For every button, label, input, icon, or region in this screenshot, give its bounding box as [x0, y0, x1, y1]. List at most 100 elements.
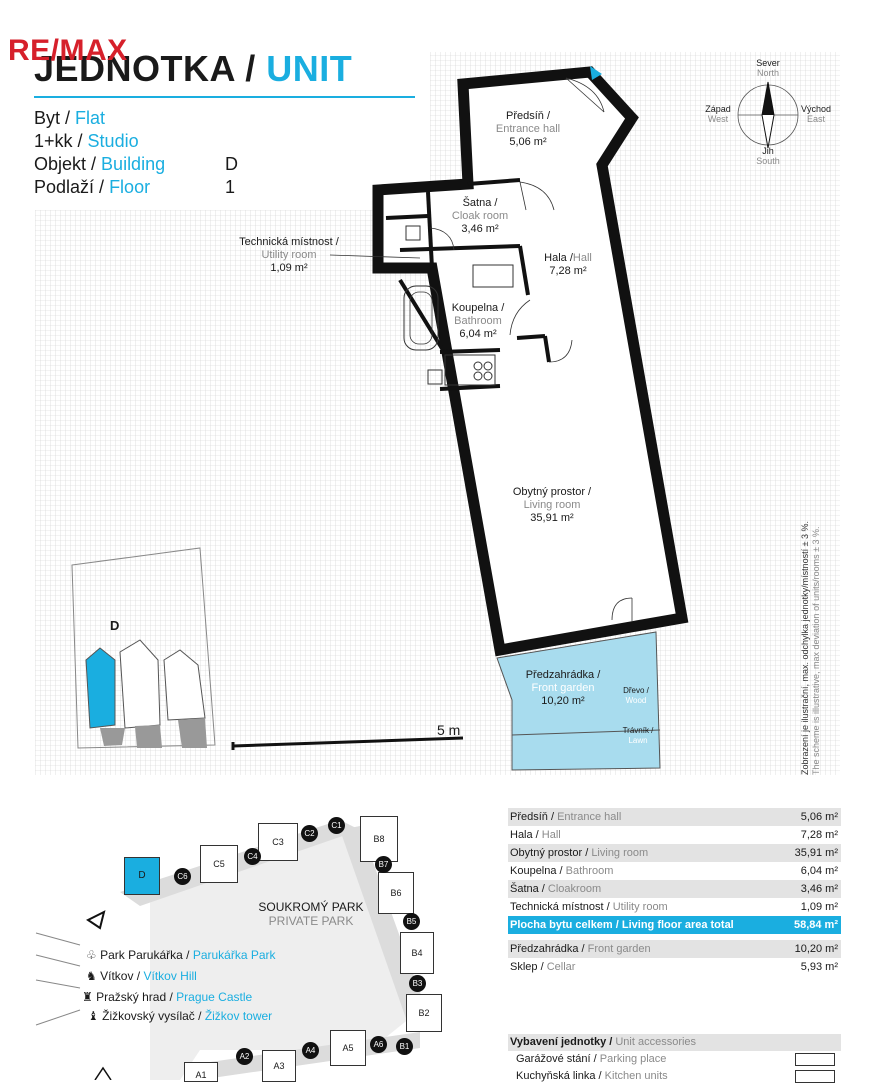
- row-label: Předzahrádka / Front garden: [510, 943, 651, 955]
- site-building-A4: A4: [302, 1042, 319, 1059]
- direction-arrows: [35, 932, 81, 1026]
- spec-floor-value: 1: [225, 177, 236, 197]
- row-label: Hala / Hall: [510, 829, 561, 841]
- row-value: 5,93 m²: [800, 961, 838, 973]
- scale-label: 5 m: [437, 722, 461, 738]
- viewpoint-icon: [86, 910, 106, 930]
- interior-walls: [385, 178, 551, 391]
- key-plan-letter: D: [110, 618, 120, 633]
- site-building-C4: C4: [244, 848, 261, 865]
- side-note: Zobrazení je ilustrační, max. odchylka j…: [800, 520, 821, 775]
- site-building-B3: B3: [409, 975, 426, 992]
- landmark-tower: ♝ Žižkovský vysílač / Žižkov tower: [88, 1009, 273, 1023]
- scale-bar: [231, 736, 464, 750]
- site-building-B6: B6: [378, 872, 414, 914]
- tree-icon: ♧: [86, 948, 97, 962]
- site-building-C1: C1: [328, 817, 345, 834]
- spec-type: 1+kk / Studio: [34, 131, 139, 151]
- accessories-table: Vybavení jednotky / Unit accessories Gar…: [508, 1034, 841, 1085]
- site-building-A3: A3: [262, 1050, 296, 1082]
- site-building-C6: C6: [174, 868, 191, 885]
- checkbox-parking[interactable]: [795, 1053, 835, 1066]
- site-building-C2: C2: [301, 825, 318, 842]
- site-building-A6: A6: [370, 1036, 387, 1053]
- table-row: Obytný prostor / Living room 35,91 m²: [508, 844, 841, 862]
- site-building-D: D: [124, 857, 160, 895]
- site-building-B7: B7: [375, 856, 392, 873]
- row-label: Plocha bytu celkem / Living floor area t…: [510, 919, 734, 931]
- site-building-C5: C5: [200, 845, 238, 883]
- north-arrow-icon: [94, 1066, 112, 1080]
- title-rule: [34, 96, 415, 98]
- accessory-row: Kuchyňská linka / Kitchen units: [508, 1068, 841, 1085]
- row-value: 3,46 m²: [800, 883, 838, 895]
- row-label: Předsíň / Entrance hall: [510, 811, 622, 823]
- entrance-arrow-icon: [590, 66, 602, 80]
- landmark-vitkov: ♞ Vítkov / Vítkov Hill: [86, 969, 197, 983]
- title-sep: /: [234, 48, 267, 89]
- garden-area: [496, 631, 661, 771]
- spec-building: Objekt / Building: [34, 154, 166, 174]
- row-value: 10,20 m²: [794, 943, 838, 955]
- monument-icon: ♞: [86, 969, 97, 983]
- park-area: [150, 830, 420, 1080]
- floor-plan: [35, 52, 840, 775]
- row-label: Obytný prostor / Living room: [510, 847, 649, 859]
- row-value: 7,28 m²: [800, 829, 838, 841]
- spec-floor: Podlaží / Floor: [34, 177, 151, 197]
- checkbox-kitchen[interactable]: [795, 1070, 835, 1083]
- row-label: Šatna / Cloakroom: [510, 883, 602, 895]
- row-label: Koupelna / Bathroom: [510, 865, 614, 877]
- tower-icon: ♝: [88, 1009, 99, 1023]
- row-value: 35,91 m²: [794, 847, 838, 859]
- table-row: Hala / Hall 7,28 m²: [508, 826, 841, 844]
- title-en: UNIT: [266, 48, 353, 89]
- key-plan: [71, 547, 216, 749]
- material-wood: Dřevo /Wood: [623, 686, 649, 705]
- site-building-B8: B8: [360, 816, 398, 862]
- door-swings: [429, 77, 633, 622]
- site-building-A5: A5: [330, 1030, 366, 1066]
- compass-icon: [737, 81, 799, 149]
- site-building-A1: A1: [184, 1062, 218, 1082]
- row-value: 58,84 m²: [793, 919, 838, 931]
- accessory-row: Garážové stání / Parking place: [508, 1051, 841, 1068]
- site-building-B2: B2: [406, 994, 442, 1032]
- spec-building-value: D: [225, 154, 238, 174]
- remax-logo: RE/MAX: [8, 34, 128, 67]
- spec-flat: Byt / Flat: [34, 108, 106, 128]
- table-row: Předzahrádka / Front garden 10,20 m²: [508, 940, 841, 958]
- site-building-B1: B1: [396, 1038, 413, 1055]
- site-building-B5: B5: [403, 913, 420, 930]
- row-value: 6,04 m²: [800, 865, 838, 877]
- apartment-outline: [372, 66, 689, 657]
- material-lawn: Trávník /Lawn: [622, 726, 654, 745]
- site-building-C3: C3: [258, 823, 298, 861]
- accessories-header: Vybavení jednotky / Unit accessories: [508, 1034, 841, 1051]
- page-title: JEDNOTKA / UNIT: [34, 48, 352, 90]
- landmark-castle: ♜ Pražský hrad / Prague Castle: [82, 990, 253, 1004]
- row-value: 1,09 m²: [800, 901, 838, 913]
- table-row: Plocha bytu celkem / Living floor area t…: [508, 916, 841, 934]
- site-building-A2: A2: [236, 1048, 253, 1065]
- row-label: Technická místnost / Utility room: [510, 901, 668, 913]
- site-building-B4: B4: [400, 932, 434, 974]
- table-row: Šatna / Cloakroom 3,46 m²: [508, 880, 841, 898]
- table-row: Koupelna / Bathroom 6,04 m²: [508, 862, 841, 880]
- title-cs: JEDNOTKA: [34, 48, 235, 89]
